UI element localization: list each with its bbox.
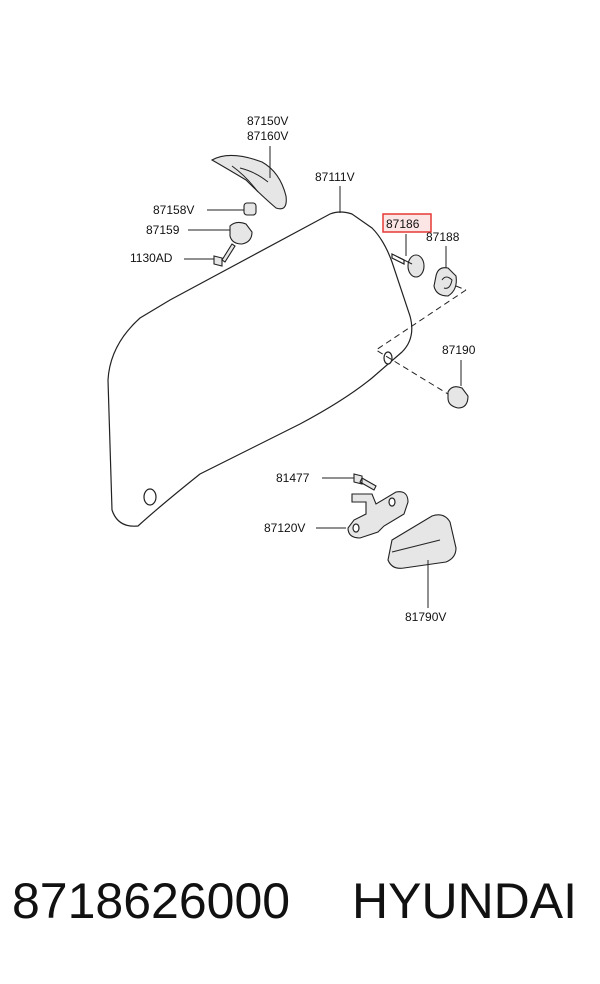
label-87150v: 87150V xyxy=(247,114,288,128)
glass-hole xyxy=(143,488,157,506)
label-1130ad: 1130AD xyxy=(130,251,173,265)
label-87160v: 87160V xyxy=(247,129,288,143)
label-87159: 87159 xyxy=(146,223,180,237)
cover-87150v-inner xyxy=(231,165,269,193)
part-number: 8718626000 xyxy=(12,873,291,929)
label-87158v: 87158V xyxy=(153,203,194,217)
label-87190: 87190 xyxy=(442,343,476,357)
label-87188: 87188 xyxy=(426,230,460,244)
footer-caption: 8718626000 HYUNDAI xyxy=(0,872,600,948)
fastener-87190-part xyxy=(447,386,469,409)
assembly-dash-line-2 xyxy=(455,285,467,291)
clip-87188-part xyxy=(433,267,457,297)
assembly-dash-line xyxy=(375,289,467,395)
hinge-hole-2 xyxy=(388,497,396,507)
glass-pin-hole xyxy=(383,351,393,365)
grommet-87159-part xyxy=(229,221,253,245)
label-81790v: 81790V xyxy=(405,610,446,624)
cover-81790v-part xyxy=(387,514,457,569)
highlight-box-87186 xyxy=(382,213,432,233)
brand-name: HYUNDAI xyxy=(352,873,578,929)
pin-87186-washer xyxy=(407,254,425,278)
label-81477: 81477 xyxy=(276,471,310,485)
label-87120v: 87120V xyxy=(264,521,305,535)
screw-1130ad-part xyxy=(213,243,236,267)
cover-87150v-part xyxy=(210,154,287,210)
hinge-hole-1 xyxy=(352,523,360,533)
pin-87186-shaft xyxy=(397,256,413,265)
nut-87158v-part xyxy=(243,202,257,216)
quarter-glass-outline xyxy=(107,211,413,527)
bolt-81477-part xyxy=(353,473,377,491)
clip-87188-detail xyxy=(441,276,453,289)
cover-81790v-detail xyxy=(391,539,441,553)
label-87111v: 87111V xyxy=(315,170,355,184)
label-87186: 87186 xyxy=(386,217,420,231)
